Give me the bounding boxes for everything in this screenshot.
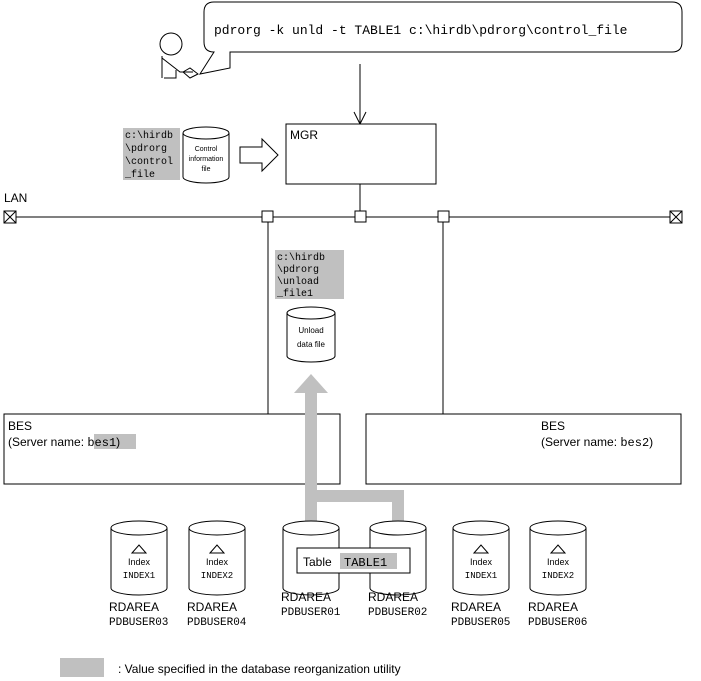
command-text: pdrorg -k unld -t TABLE1 c:\hirdb\pdrorg… <box>214 23 627 38</box>
mgr-label: MGR <box>290 128 318 142</box>
legend-swatch <box>60 658 104 677</box>
lan-label: LAN <box>4 191 27 205</box>
control-path: c:\hirdb \pdrorg \control _file <box>124 130 173 181</box>
control-file-label: Control <box>195 146 218 153</box>
index-triangle-icon <box>549 544 567 554</box>
index-triangle-icon <box>472 544 490 554</box>
bes1-server-name: bes1 <box>87 436 116 450</box>
control-file-label: file <box>202 166 211 173</box>
bes2-server-label: (Server name: bes2) <box>541 435 653 450</box>
control-path-highlight <box>123 128 180 180</box>
rdarea-name-label: PDBUSER02 <box>368 607 427 619</box>
index-name: INDEX1 <box>123 571 155 581</box>
table-name: TABLE1 <box>344 556 387 570</box>
unload-file-label: data file <box>297 340 326 349</box>
rdarea-name-label: PDBUSER05 <box>451 617 510 629</box>
unload-flow-arrow <box>294 374 404 524</box>
bes1-server-label: (Server name: bes1) <box>8 435 120 450</box>
rdarea-name-label: PDBUSER04 <box>187 617 247 629</box>
rdarea-type-label: RDAREA <box>281 590 331 604</box>
index-name: INDEX1 <box>465 571 497 581</box>
control-path-line: \pdrorg <box>125 143 167 155</box>
unload-file-label: Unload <box>298 326 323 335</box>
rdarea-name-label: PDBUSER06 <box>528 617 587 629</box>
table-name-highlight <box>340 553 397 569</box>
index-name: INDEX2 <box>201 571 233 581</box>
mgr-box <box>285 123 437 185</box>
index-label: Index <box>547 557 570 567</box>
control-path-line: _file <box>124 169 155 181</box>
legend-text: : Value specified in the database reorga… <box>118 662 401 676</box>
rdarea-type-label: RDAREA <box>368 590 418 604</box>
lan-node <box>354 210 367 223</box>
bes2-server-name: bes2 <box>620 436 649 450</box>
command-bubble: pdrorg -k unld -t TABLE1 c:\hirdb\pdrorg… <box>198 1 683 75</box>
rdarea-name-label: PDBUSER03 <box>109 617 168 629</box>
index-label: Index <box>470 557 493 567</box>
hollow-arrow <box>239 137 279 173</box>
unload-path-highlight <box>275 250 344 299</box>
lan-terminator-left <box>3 210 17 224</box>
rdarea-type-label: RDAREA <box>187 600 237 614</box>
index-label: Index <box>128 557 151 567</box>
unload-path-line: \unload <box>277 276 319 288</box>
bes2-title: BES <box>541 419 565 433</box>
unload-path: c:\hirdb \pdrorg \unload _file1 <box>276 252 325 300</box>
rdarea-name-label: PDBUSER01 <box>281 607 341 619</box>
control-path-line: c:\hirdb <box>125 130 173 142</box>
lan-node <box>437 210 450 223</box>
table-label: Table <box>303 555 332 569</box>
lan-node <box>261 210 274 223</box>
control-path-line: \control <box>125 156 173 168</box>
control-file-cylinder: Control information file <box>182 126 230 184</box>
index-triangle-icon <box>130 544 148 554</box>
unload-path-line: _file1 <box>276 288 313 300</box>
rdarea-type-label: RDAREA <box>451 600 501 614</box>
command-arrow <box>353 64 367 126</box>
index-name: INDEX2 <box>542 571 574 581</box>
unload-path-line: \pdrorg <box>277 264 319 276</box>
control-file-label: information <box>189 156 224 163</box>
table-box: Table TABLE1 <box>296 547 411 574</box>
rdarea-type-label: RDAREA <box>109 600 159 614</box>
unload-file-cylinder: Unload data file <box>286 306 336 363</box>
unload-path-line: c:\hirdb <box>277 252 325 264</box>
bes1-server-highlight <box>94 434 136 449</box>
bes1-box <box>3 413 341 485</box>
index-triangle-icon <box>208 544 226 554</box>
user-icon <box>159 32 199 79</box>
bes1-title: BES <box>8 419 32 433</box>
lan-terminator-right <box>669 210 683 224</box>
bes2-box <box>365 413 682 485</box>
rdarea-type-label: RDAREA <box>528 600 578 614</box>
index-label: Index <box>206 557 229 567</box>
